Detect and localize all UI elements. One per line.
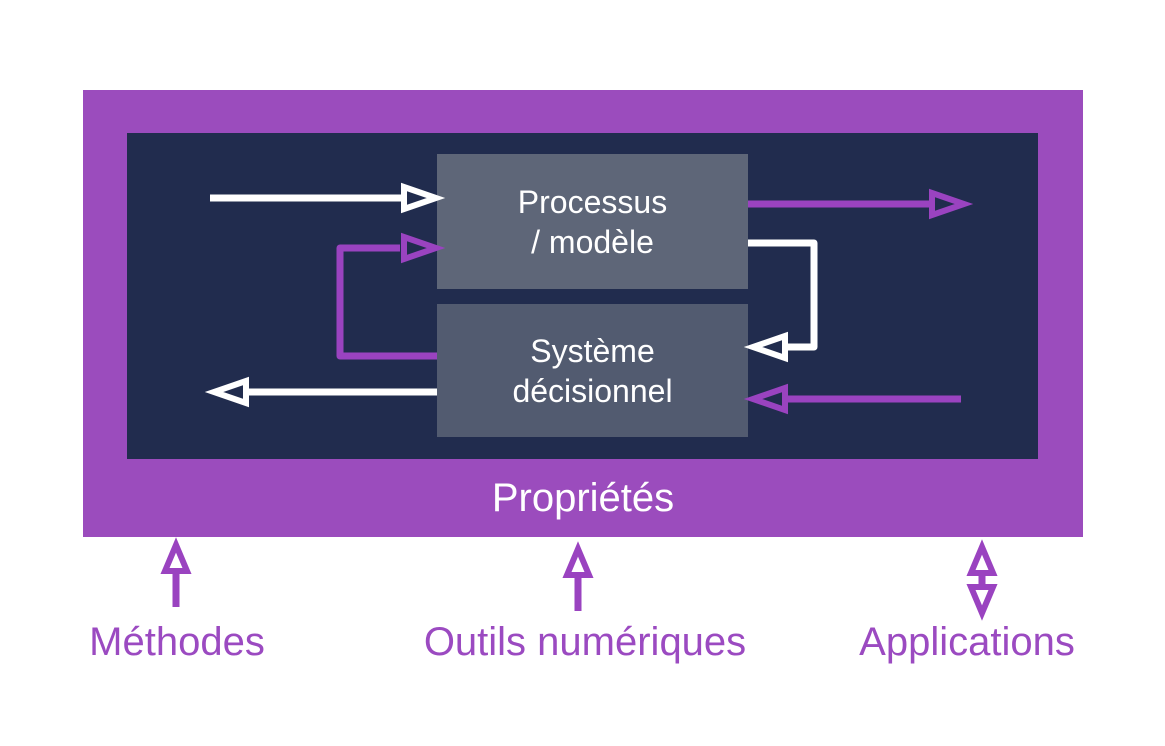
process-model-label-line1: Processus bbox=[517, 183, 668, 220]
methodes-label: Méthodes bbox=[89, 620, 265, 664]
process-model-box: Processus / modèle bbox=[437, 154, 748, 289]
outils-numeriques-label: Outils numériques bbox=[423, 620, 747, 664]
process-model-label-line2: / modèle bbox=[531, 223, 654, 260]
outils-up-arrow bbox=[562, 541, 594, 611]
decision-system-label-line1: Système bbox=[530, 332, 655, 369]
methodes-up-arrow bbox=[160, 537, 192, 607]
frame-label: Propriétés bbox=[491, 476, 675, 520]
applications-double-arrow bbox=[966, 539, 998, 621]
decision-system-box: Système décisionnel bbox=[437, 304, 748, 437]
decision-system-label-line2: décisionnel bbox=[512, 372, 673, 409]
applications-label: Applications bbox=[859, 620, 1075, 664]
